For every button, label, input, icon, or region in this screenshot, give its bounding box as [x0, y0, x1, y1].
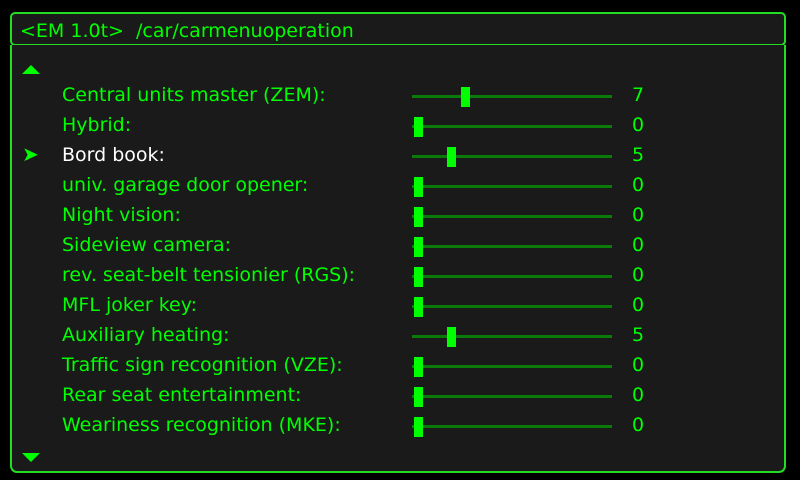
menu-row-value: 0 [632, 264, 645, 286]
menu-row-value: 0 [632, 114, 645, 136]
menu-row[interactable]: Weariness recognition (MKE): 0 [12, 410, 784, 440]
slider-track[interactable] [412, 117, 612, 137]
menu-row[interactable]: Night vision: 0 [12, 200, 784, 230]
slider-track[interactable] [412, 147, 612, 167]
slider-thumb[interactable] [414, 267, 423, 287]
slider-thumb[interactable] [447, 327, 457, 347]
menu-row-label: Hybrid: [62, 114, 132, 136]
menu-row[interactable]: Rear seat entertainment: 0 [12, 380, 784, 410]
menu-row-label: Sideview camera: [62, 234, 232, 256]
slider-thumb[interactable] [414, 207, 423, 227]
menu-row-label: Auxiliary heating: [62, 324, 230, 346]
slider-track[interactable] [412, 327, 612, 347]
slider-track[interactable] [412, 387, 612, 407]
menu-row-value: 0 [632, 294, 645, 316]
slider-thumb[interactable] [414, 297, 423, 317]
menu-row[interactable]: rev. seat-belt tensionier (RGS): 0 [12, 260, 784, 290]
menu-row-value: 0 [632, 174, 645, 196]
menu-row[interactable]: ➤ Bord book: 5 [12, 140, 784, 170]
slider-track[interactable] [412, 417, 612, 437]
menu-row-value: 0 [632, 204, 645, 226]
slider-thumb[interactable] [414, 237, 423, 257]
menu-row[interactable]: Hybrid: 0 [12, 110, 784, 140]
menu-row-label: Weariness recognition (MKE): [62, 414, 341, 436]
slider-thumb[interactable] [447, 147, 457, 167]
slider-thumb[interactable] [414, 177, 423, 197]
selection-arrow-icon: ➤ [22, 142, 39, 166]
slider-track[interactable] [412, 267, 612, 287]
menu-row-label: Central units master (ZEM): [62, 84, 326, 106]
header-bar: <EM 1.0t> /car/carmenuoperation [10, 12, 786, 46]
menu-row-value: 0 [632, 354, 645, 376]
menu-row[interactable]: Central units master (ZEM): 7 [12, 80, 784, 110]
header-title: <EM 1.0t> /car/carmenuoperation [20, 20, 354, 42]
slider-track[interactable] [412, 207, 612, 227]
slider-thumb[interactable] [414, 357, 423, 377]
menu-row-value: 5 [632, 324, 645, 346]
menu-row-value: 0 [632, 234, 645, 256]
menu-row-value: 0 [632, 384, 645, 406]
slider-track[interactable] [412, 177, 612, 197]
menu-row-label: Bord book: [62, 144, 165, 166]
slider-thumb[interactable] [460, 87, 470, 107]
menu-row[interactable]: Sideview camera: 0 [12, 230, 784, 260]
slider-thumb[interactable] [414, 387, 423, 407]
menu-row-label: Night vision: [62, 204, 181, 226]
scroll-up-icon[interactable] [22, 65, 40, 74]
menu-row[interactable]: univ. garage door opener: 0 [12, 170, 784, 200]
slider-thumb[interactable] [414, 117, 423, 137]
menu-row[interactable]: MFL joker key: 0 [12, 290, 784, 320]
slider-track[interactable] [412, 87, 612, 107]
menu-row-value: 5 [632, 144, 645, 166]
menu-row-value: 0 [632, 414, 645, 436]
slider-track[interactable] [412, 297, 612, 317]
menu-row[interactable]: Auxiliary heating: 5 [12, 320, 784, 350]
scroll-down-icon[interactable] [22, 453, 40, 462]
slider-thumb[interactable] [414, 417, 423, 437]
menu-row-label: rev. seat-belt tensionier (RGS): [62, 264, 356, 286]
slider-track[interactable] [412, 357, 612, 377]
menu-row[interactable]: Traffic sign recognition (VZE): 0 [12, 350, 784, 380]
menu-row-label: MFL joker key: [62, 294, 197, 316]
menu-row-label: Rear seat entertainment: [62, 384, 302, 406]
menu-row-label: Traffic sign recognition (VZE): [62, 354, 343, 376]
menu-row-label: univ. garage door opener: [62, 174, 309, 196]
menu-row-value: 7 [632, 84, 645, 106]
slider-track[interactable] [412, 237, 612, 257]
